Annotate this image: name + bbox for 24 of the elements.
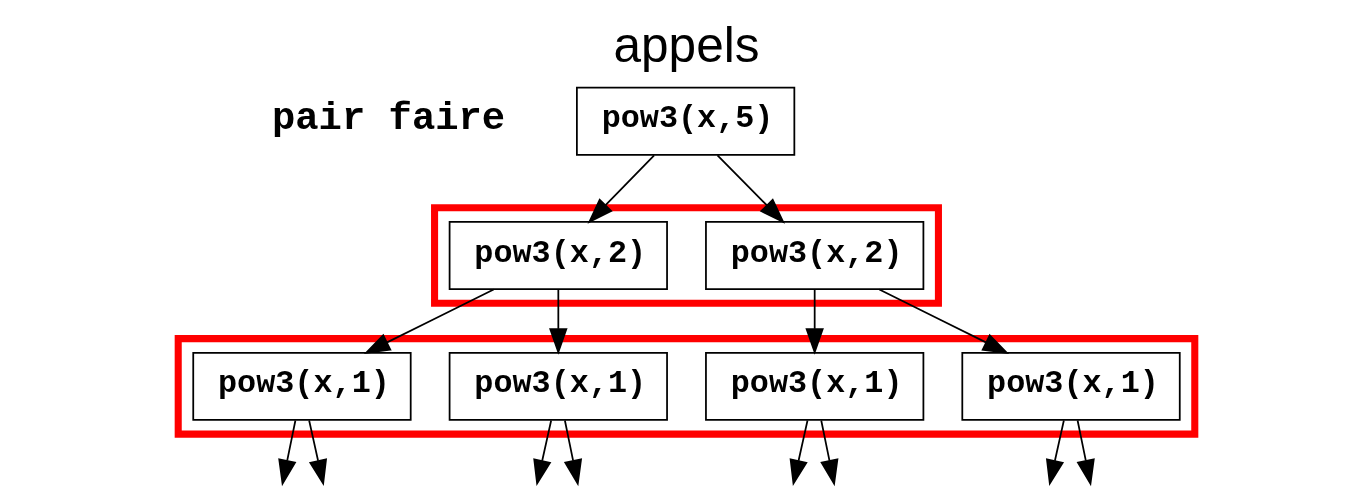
arrow bbox=[548, 288, 568, 355]
node-box: pow3(x,5) bbox=[575, 86, 795, 156]
node-box: pow3(x,1) bbox=[960, 351, 1181, 421]
arrow bbox=[532, 419, 552, 487]
node-box: pow3(x,1) bbox=[191, 351, 412, 421]
node-box: pow3(x,1) bbox=[448, 351, 668, 421]
label: pair faire bbox=[271, 97, 505, 142]
node-box: pow3(x,1) bbox=[704, 351, 924, 421]
arrow bbox=[819, 419, 838, 487]
node-box: pow3(x,2) bbox=[448, 221, 668, 291]
node-box: pow3(x,2) bbox=[704, 221, 924, 291]
arrow bbox=[307, 419, 327, 487]
arrow bbox=[789, 419, 808, 487]
cluster bbox=[430, 204, 942, 307]
arrow bbox=[716, 154, 785, 224]
arrow bbox=[277, 419, 296, 487]
arrow bbox=[363, 288, 494, 354]
arrow bbox=[804, 288, 824, 355]
diagram-title: appels bbox=[613, 16, 759, 72]
arrow bbox=[1076, 419, 1095, 487]
arrow bbox=[563, 419, 582, 487]
arrow bbox=[1045, 419, 1065, 487]
arrow bbox=[587, 154, 655, 224]
arrow bbox=[878, 288, 1009, 354]
